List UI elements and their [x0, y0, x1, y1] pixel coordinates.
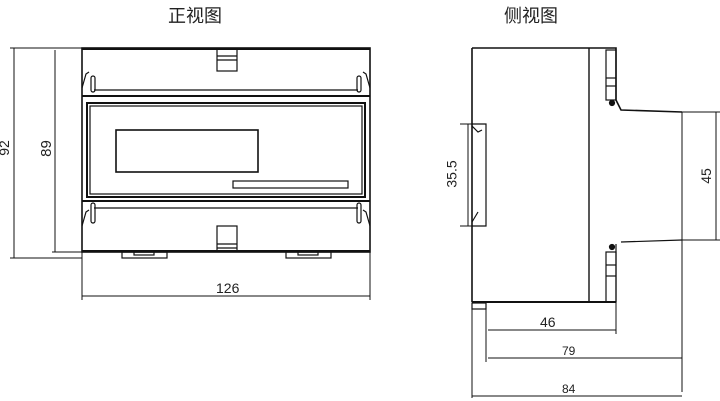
dim-89: 89: [37, 140, 55, 157]
dim-45: 45: [697, 168, 714, 184]
dim-35-5: 35.5: [443, 160, 460, 188]
front-dimension-lines: [10, 47, 371, 300]
side-view-title: 侧视图: [504, 6, 558, 27]
dim-84: 84: [562, 382, 576, 396]
dim-79: 79: [562, 344, 576, 358]
dim-126: 126: [216, 280, 240, 296]
side-view-body: [471, 47, 683, 310]
side-dimension-lines: [460, 111, 720, 398]
front-view-body: [81, 47, 371, 259]
dim-92: 92: [0, 140, 12, 156]
dim-46: 46: [540, 314, 556, 330]
front-view-title: 正视图: [168, 6, 222, 27]
